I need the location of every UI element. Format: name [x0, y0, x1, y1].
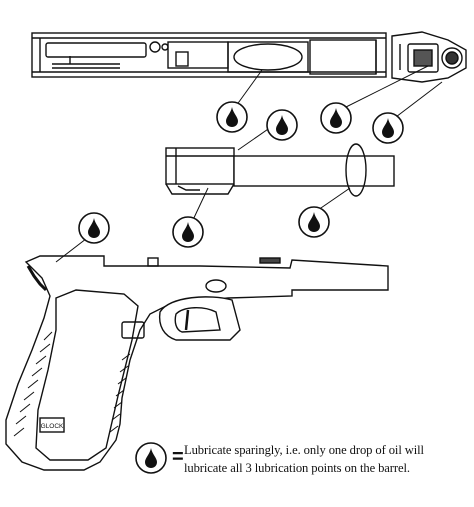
- legend-equals-sign: =: [172, 446, 184, 468]
- oil-drop-icon: [372, 112, 404, 144]
- legend-oil-drop-icon: [135, 442, 167, 474]
- oil-drop-icon: [172, 216, 204, 248]
- frame-part: [5, 255, 389, 471]
- oil-drop-icon: [78, 212, 110, 244]
- legend-line-1: Lubricate sparingly, i.e. only one drop …: [184, 443, 424, 457]
- oil-drop-icon: [216, 101, 248, 133]
- slide-part: [31, 31, 467, 83]
- oil-drop-icon: [298, 206, 330, 238]
- oil-drop-icon: [320, 102, 352, 134]
- barrel-part: [165, 143, 395, 197]
- legend-line-2: lubricate all 3 lubrication points on th…: [184, 461, 410, 475]
- oil-drop-icon: [266, 109, 298, 141]
- legend-caption: Lubricate sparingly, i.e. only one drop …: [184, 441, 470, 477]
- frame-logo: GLOCK: [41, 423, 64, 430]
